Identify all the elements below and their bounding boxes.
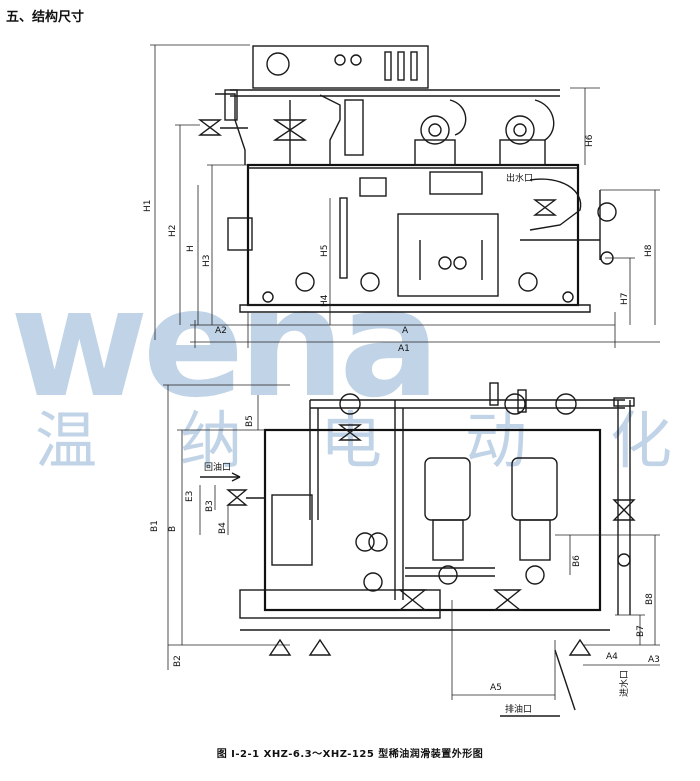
dim-H2: H2 [168, 225, 178, 238]
dim-A4: A4 [606, 652, 618, 662]
heater-box [227, 217, 253, 251]
dim-A2: A2 [215, 326, 227, 336]
pressure-gauge-icon [266, 52, 290, 76]
drain-oil-label: 排油口 [505, 703, 532, 715]
return-oil-valve-icon [226, 489, 248, 506]
pump-1-icon [420, 115, 450, 145]
return-oil-label: 回油口 [204, 461, 231, 473]
watermark-char-5: 化 [610, 404, 672, 477]
section-heading: 五、结构尺寸 [6, 10, 85, 25]
flange-icon [597, 202, 617, 222]
top-view: 回油口 排油口 进水口 B1 B B2 E3 B3 B4 B5 B6 B8 B7 [150, 382, 660, 717]
outlet-valve-icon [532, 199, 558, 216]
dim-H8: H8 [644, 244, 654, 257]
dim-H4: H4 [320, 294, 330, 307]
dim-E3: E3 [185, 491, 195, 502]
filter-box [271, 494, 313, 566]
inspection-cover [397, 213, 499, 297]
valve-2-icon [197, 119, 223, 136]
tank-top-outline [263, 428, 602, 612]
dim-B8: B8 [645, 593, 655, 605]
pump-2-icon [505, 115, 535, 145]
dim-H5: H5 [320, 245, 330, 258]
dim-A1: A1 [398, 344, 410, 354]
dim-B7: B7 [636, 625, 646, 637]
nameplate [359, 177, 387, 197]
dim-B4: B4 [218, 522, 228, 534]
dim-A: A [402, 326, 409, 336]
watermark-latin: wena [10, 257, 434, 431]
dim-B2: B2 [173, 655, 183, 667]
dim-H6: H6 [585, 134, 595, 147]
dim-A3: A3 [648, 655, 660, 665]
figure-caption: 图 I-2-1 XHZ-6.3～XHZ-125 型稀油润滑装置外形图 [216, 749, 484, 760]
dim-B5: B5 [245, 415, 255, 427]
dim-A5: A5 [490, 683, 502, 693]
dim-B6: B6 [572, 555, 582, 567]
valve-1-icon [272, 100, 308, 165]
right-vertical-pipe [617, 400, 631, 615]
dim-B3: B3 [205, 500, 215, 512]
motor-1-icon [424, 457, 471, 521]
dim-H: H [186, 245, 196, 252]
dim-B1: B1 [150, 520, 160, 532]
label-plate [429, 171, 483, 195]
dim-H3: H3 [202, 255, 212, 268]
watermark: wena 温 纳 电 动 化 [10, 257, 672, 477]
watermark-char-1: 温 [35, 404, 97, 477]
dim-H1: H1 [143, 200, 153, 213]
watermark-char-2: 纳 [180, 404, 242, 477]
top-pipe [230, 89, 560, 97]
instrument-panel [252, 45, 429, 89]
tank-base [239, 304, 591, 313]
dim-B: B [168, 526, 178, 532]
water-inlet-label: 进水口 [618, 670, 630, 697]
top-view-pipe [310, 399, 625, 409]
watermark-char-4: 动 [465, 404, 527, 477]
outlet-label: 出水口 [506, 172, 533, 184]
level-gauge [339, 197, 348, 279]
dim-H7: H7 [620, 293, 630, 306]
front-view: 出水口 H1 H2 H H3 H5 H4 H6 H8 H7 A2 A A1 [143, 44, 660, 354]
